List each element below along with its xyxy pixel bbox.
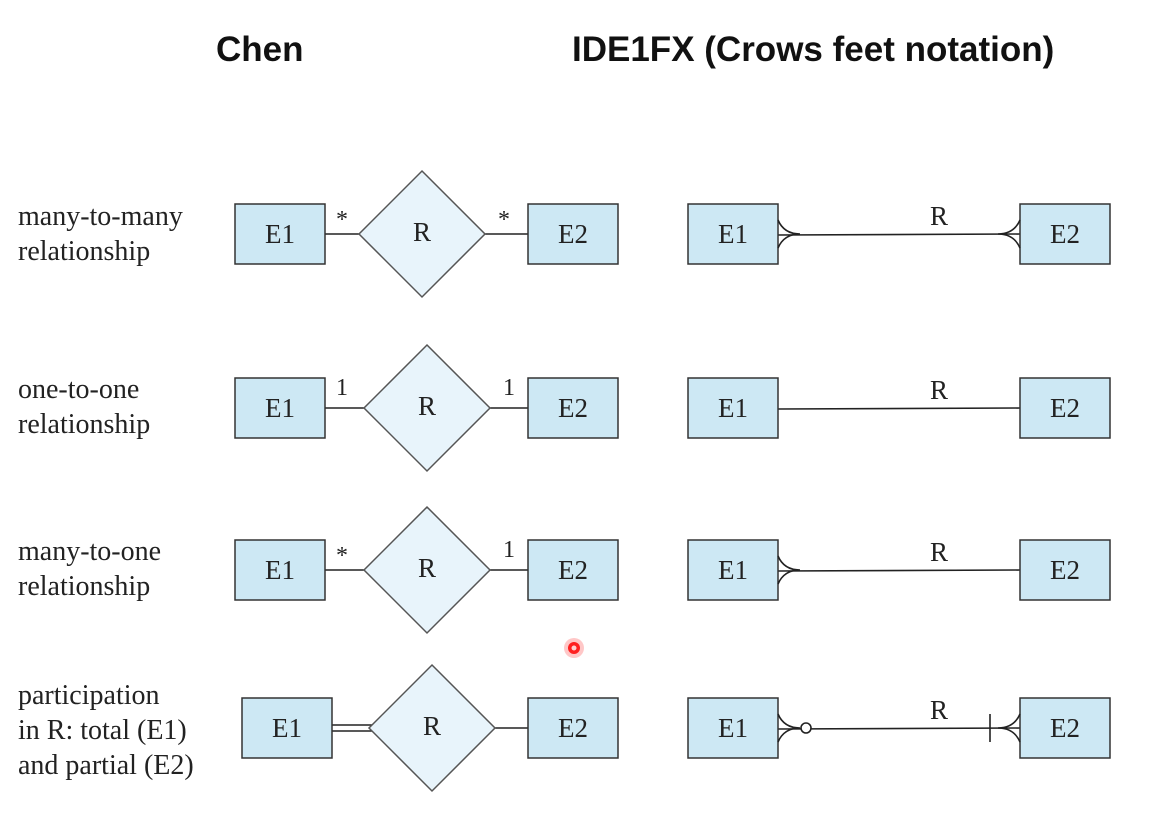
crow-link-line xyxy=(777,407,1021,410)
chen-entity-e2 xyxy=(527,377,619,439)
chen-entity-e1-label: E1 xyxy=(265,393,295,423)
chen-relationship-label: R xyxy=(418,391,436,421)
crows-foot-left xyxy=(777,555,801,585)
crows-foot-left xyxy=(777,219,801,249)
chen-cardinality-left: * xyxy=(336,207,348,233)
chen-relationship-label: R xyxy=(413,217,431,247)
crows-foot-right xyxy=(997,219,1021,249)
notation-row: E1 E2 R E1 E2 R xyxy=(241,663,1111,793)
chen-entity-e2 xyxy=(527,203,619,265)
crow-entity-e1-label: E1 xyxy=(718,219,748,249)
chen-entity-e1-label: E1 xyxy=(265,555,295,585)
crow-link-line xyxy=(777,727,1021,730)
row-label-line: participation xyxy=(18,680,160,711)
crow-entity-e1 xyxy=(687,539,779,601)
crow-entity-e1-label: E1 xyxy=(718,713,748,743)
crow-entity-e1 xyxy=(687,697,779,759)
chen-cardinality-right: * xyxy=(498,207,510,233)
crow-entity-e2-label: E2 xyxy=(1050,713,1080,743)
chen-relationship-diamond xyxy=(367,663,497,793)
crow-entity-e2 xyxy=(1019,697,1111,759)
crow-entity-e2 xyxy=(1019,539,1111,601)
chen-cardinality-right: 1 xyxy=(503,375,515,401)
row-label-line: one-to-one xyxy=(18,374,140,405)
chen-cardinality-left: 1 xyxy=(336,375,348,401)
chen-entity-e2-label: E2 xyxy=(558,555,588,585)
row-label: one-to-one relationship xyxy=(18,372,150,442)
chen-entity-e2 xyxy=(527,539,619,601)
crows-foot-left xyxy=(777,713,801,743)
row-label-line: and partial (E2) xyxy=(18,750,194,781)
pointer-center xyxy=(571,645,577,651)
crow-entity-e2-label: E2 xyxy=(1050,393,1080,423)
chen-relationship-label: R xyxy=(418,553,436,583)
crow-relationship-label: R xyxy=(930,375,948,405)
chen-entity-e1-label: E1 xyxy=(265,219,295,249)
crow-optional-circle xyxy=(800,722,812,734)
crow-entity-e1 xyxy=(687,203,779,265)
chen-relationship-diamond xyxy=(362,343,492,473)
chen-entity-e2-label: E2 xyxy=(558,393,588,423)
chen-entity-e1 xyxy=(234,377,326,439)
row-label: many-to-one relationship xyxy=(18,534,161,604)
row-label-line: in R: total (E1) xyxy=(18,715,187,746)
chen-entity-e1 xyxy=(241,697,333,759)
chen-cardinality-right: 1 xyxy=(503,537,515,563)
crow-entity-e1 xyxy=(687,377,779,439)
crow-relationship-label: R xyxy=(930,201,948,231)
row-label-line: relationship xyxy=(18,571,151,602)
chen-relationship-label: R xyxy=(423,711,441,741)
notation-row: E1 E2 R * * E1 E2 R xyxy=(234,169,1111,299)
chen-relationship-diamond xyxy=(357,169,487,299)
chen-entity-e2-label: E2 xyxy=(558,713,588,743)
row-label: participation in R: total (E1) and partial… xyxy=(18,678,194,783)
crow-entity-e1-label: E1 xyxy=(718,393,748,423)
crow-link-line xyxy=(777,233,1021,236)
row-label-line: relationship xyxy=(18,409,151,440)
chen-entity-e1 xyxy=(234,203,326,265)
crow-entity-e2-label: E2 xyxy=(1050,219,1080,249)
crow-entity-e2-label: E2 xyxy=(1050,555,1080,585)
crow-link-line xyxy=(777,569,1021,572)
chen-entity-e1-label: E1 xyxy=(272,713,302,743)
row-label-line: relationship xyxy=(18,236,151,267)
row-label: many-to-many relationship xyxy=(18,199,183,269)
notation-row: E1 E2 R 1 1E1 E2 R xyxy=(234,343,1111,473)
notation-row: E1 E2 R * 1E1 E2 R xyxy=(234,505,1111,635)
crow-relationship-label: R xyxy=(930,695,948,725)
crow-entity-e2 xyxy=(1019,203,1111,265)
row-label-line: many-to-many xyxy=(18,201,183,232)
row-label-line: many-to-one xyxy=(18,536,162,567)
chen-entity-e2-label: E2 xyxy=(558,219,588,249)
mouse-pointer-dot xyxy=(564,638,584,658)
ide1fx-heading: IDE1FX (Crows feet notation) xyxy=(572,30,1055,69)
chen-heading: Chen xyxy=(216,30,304,69)
chen-relationship-diamond xyxy=(362,505,492,635)
crows-foot-right xyxy=(997,713,1021,743)
crow-entity-e2 xyxy=(1019,377,1111,439)
crow-relationship-label: R xyxy=(930,537,948,567)
chen-cardinality-left: * xyxy=(336,543,348,569)
chen-entity-e2 xyxy=(527,697,619,759)
chen-entity-e1 xyxy=(234,539,326,601)
crow-entity-e1-label: E1 xyxy=(718,555,748,585)
